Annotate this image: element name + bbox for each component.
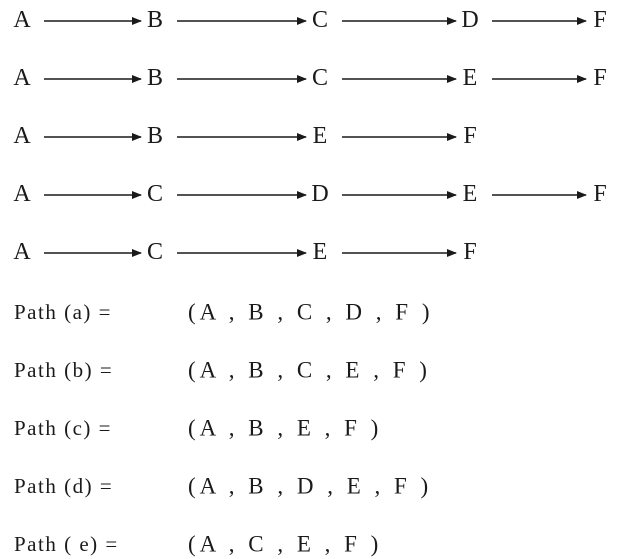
node-C: C (312, 7, 328, 33)
path-tuple: (A , B , C , E , F ) (188, 358, 431, 383)
path-line: Path (b) = (A , B , C , E , F ) (14, 358, 431, 383)
node-C: C (147, 181, 163, 207)
path-label: Path ( e) = (14, 532, 119, 556)
arrow-rows: A B C D F A B C E F A B E F A C D E F A C E F (13, 7, 606, 265)
node-B: B (147, 65, 163, 91)
path-line: Path (d) = (A , B , D , E , F ) (14, 474, 432, 499)
path-label: Path (d) = (14, 474, 113, 498)
path-tuple: (A , C , E , F ) (188, 532, 382, 557)
node-A: A (13, 123, 31, 149)
path-line: Path (c) = (A , B , E , F ) (14, 416, 382, 441)
node-E: E (313, 123, 328, 149)
path-label: Path (b) = (14, 358, 113, 382)
path-label: Path (c) = (14, 416, 112, 440)
path-tuple: (A , B , C , D , F ) (188, 300, 434, 325)
node-A: A (13, 7, 31, 33)
node-C: C (147, 239, 163, 265)
node-E: E (313, 239, 328, 265)
node-E: E (463, 65, 478, 91)
node-E: E (463, 181, 478, 207)
node-F: F (463, 123, 476, 149)
node-D: D (311, 181, 328, 207)
node-D: D (461, 7, 478, 33)
node-F: F (593, 7, 606, 33)
node-B: B (147, 123, 163, 149)
node-B: B (147, 7, 163, 33)
node-F: F (593, 181, 606, 207)
node-C: C (312, 65, 328, 91)
path-line: Path ( e) = (A , C , E , F ) (14, 532, 382, 557)
node-A: A (13, 65, 31, 91)
path-label: Path (a) = (14, 300, 112, 324)
path-tuple: (A , B , D , E , F ) (188, 474, 432, 499)
node-F: F (593, 65, 606, 91)
path-line: Path (a) = (A , B , C , D , F ) (14, 300, 434, 325)
node-F: F (463, 239, 476, 265)
node-A: A (13, 239, 31, 265)
node-A: A (13, 181, 31, 207)
path-tuple: (A , B , E , F ) (188, 416, 382, 441)
path-lines: Path (a) = (A , B , C , D , F ) Path (b) =… (14, 300, 434, 557)
